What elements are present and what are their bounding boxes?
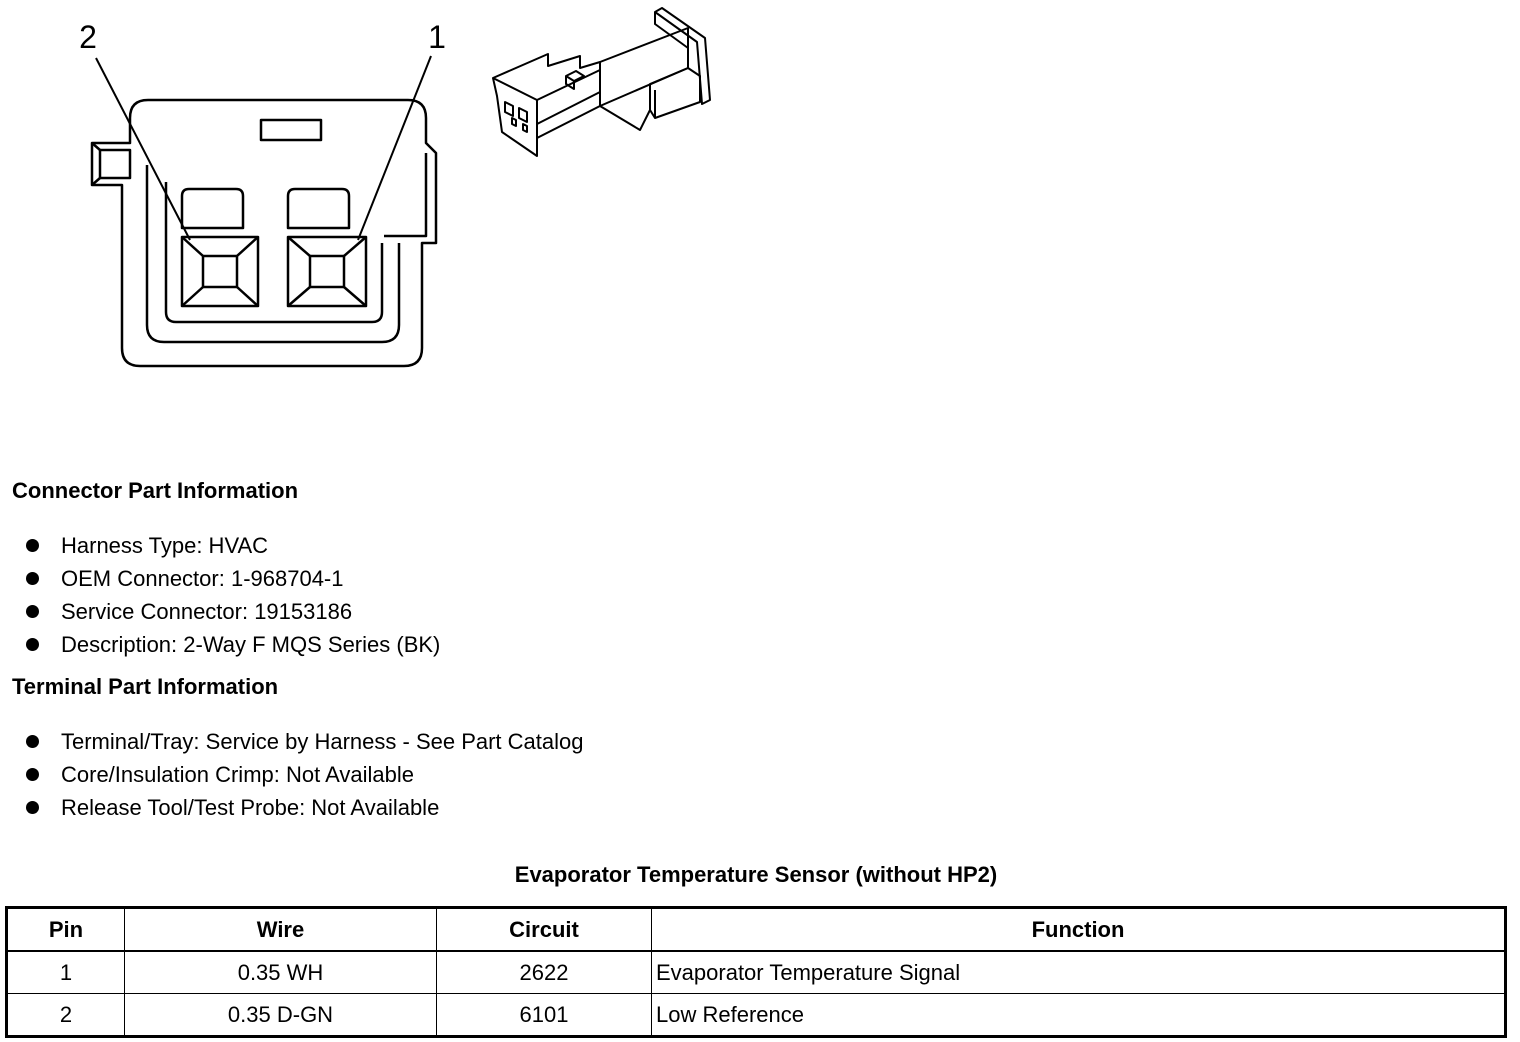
list-item: OEM Connector: 1-968704-1	[26, 562, 440, 595]
bullet-icon	[26, 638, 39, 651]
list-item: Release Tool/Test Probe: Not Available	[26, 791, 584, 824]
connector-part-info-heading: Connector Part Information	[12, 478, 299, 503]
list-item-text: Service Connector: 19153186	[61, 598, 353, 624]
connector-face-diagram: 2 1	[79, 19, 446, 368]
bullet-icon	[26, 735, 39, 748]
list-item: Core/Insulation Crimp: Not Available	[26, 758, 584, 791]
cell-pin: 2	[6, 993, 125, 1037]
list-item-text: Description: 2-Way F MQS Series (BK)	[61, 631, 441, 657]
table-row: 2 0.35 D-GN 6101 Low Reference	[6, 993, 1506, 1037]
table-row: 1 0.35 WH 2622 Evaporator Temperature Si…	[6, 950, 1506, 994]
list-item: Harness Type: HVAC	[26, 529, 440, 562]
connector-side-view-illustration	[492, 7, 711, 157]
pin-table: Pin Wire Circuit Function 1 0.35 WH 2622…	[5, 906, 1507, 1038]
cell-function: Evaporator Temperature Signal	[651, 950, 1506, 994]
list-item-text: Core/Insulation Crimp: Not Available	[61, 761, 414, 787]
cell-wire: 0.35 WH	[124, 950, 437, 994]
table-header-row: Pin Wire Circuit Function	[6, 907, 1506, 952]
list-item: Service Connector: 19153186	[26, 595, 440, 628]
cell-function: Low Reference	[651, 993, 1506, 1037]
bullet-icon	[26, 801, 39, 814]
pin-label-1: 1	[428, 19, 446, 55]
list-item-text: Release Tool/Test Probe: Not Available	[61, 794, 440, 820]
pin-table-title: Evaporator Temperature Sensor (without H…	[514, 862, 998, 887]
terminal-part-info-heading: Terminal Part Information	[12, 674, 279, 699]
list-item-text: OEM Connector: 1-968704-1	[61, 565, 344, 591]
connector-part-info-list: Harness Type: HVAC OEM Connector: 1-9687…	[26, 529, 440, 661]
cell-pin: 1	[6, 950, 125, 994]
terminal-part-info-list: Terminal/Tray: Service by Harness - See …	[26, 725, 584, 824]
cell-circuit: 6101	[436, 993, 652, 1037]
column-header-pin: Pin	[6, 907, 125, 952]
bullet-icon	[26, 605, 39, 618]
list-item-text: Harness Type: HVAC	[61, 532, 269, 558]
column-header-wire: Wire	[124, 907, 437, 952]
column-header-circuit: Circuit	[436, 907, 652, 952]
pin-label-2: 2	[79, 19, 97, 55]
list-item-text: Terminal/Tray: Service by Harness - See …	[61, 728, 584, 754]
bullet-icon	[26, 539, 39, 552]
cell-circuit: 2622	[436, 950, 652, 994]
list-item: Terminal/Tray: Service by Harness - See …	[26, 725, 584, 758]
bullet-icon	[26, 572, 39, 585]
bullet-icon	[26, 768, 39, 781]
list-item: Description: 2-Way F MQS Series (BK)	[26, 628, 440, 661]
column-header-function: Function	[651, 907, 1506, 952]
cell-wire: 0.35 D-GN	[124, 993, 437, 1037]
